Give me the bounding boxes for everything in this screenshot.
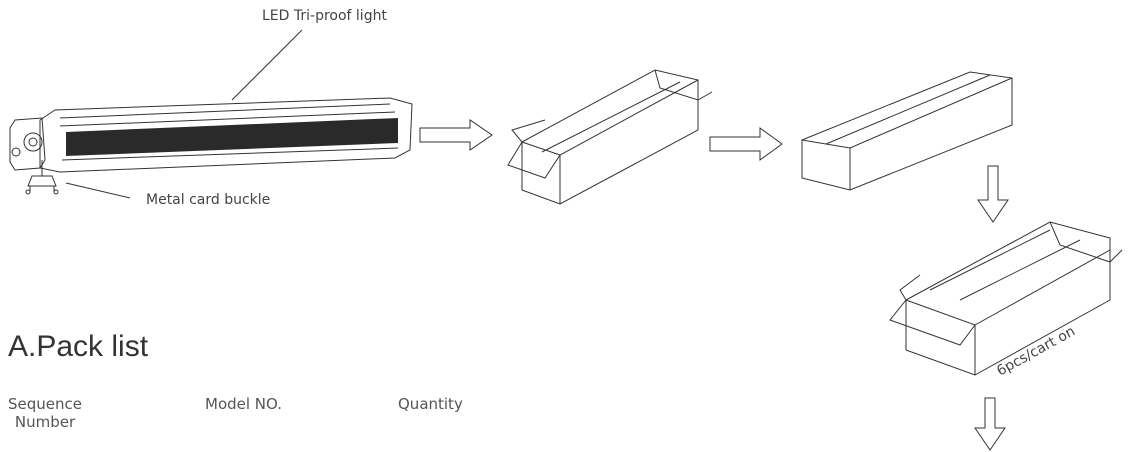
column-header-sequence: Sequence Number bbox=[8, 395, 82, 431]
buckle-label: Metal card buckle bbox=[146, 192, 271, 208]
carton-label: 6pcs/cart on bbox=[994, 323, 1078, 379]
led-tri-proof-light-drawing bbox=[9, 29, 413, 173]
light-dark-band bbox=[66, 118, 398, 156]
pack-list-title: A.Pack list bbox=[8, 330, 149, 363]
arrow-down-2 bbox=[974, 397, 1006, 451]
led-light-label: LED Tri-proof light bbox=[262, 8, 387, 24]
metal-buckle-drawing bbox=[25, 160, 131, 199]
carton-drawing bbox=[889, 221, 1123, 376]
open-box-drawing bbox=[507, 69, 713, 205]
closed-box-drawing bbox=[801, 71, 1013, 191]
column-header-model: Model NO. bbox=[205, 395, 282, 413]
arrow-down-1 bbox=[977, 165, 1009, 223]
column-header-quantity: Quantity bbox=[398, 395, 463, 413]
arrow-right-1 bbox=[419, 119, 493, 151]
arrow-right-2 bbox=[709, 127, 783, 161]
